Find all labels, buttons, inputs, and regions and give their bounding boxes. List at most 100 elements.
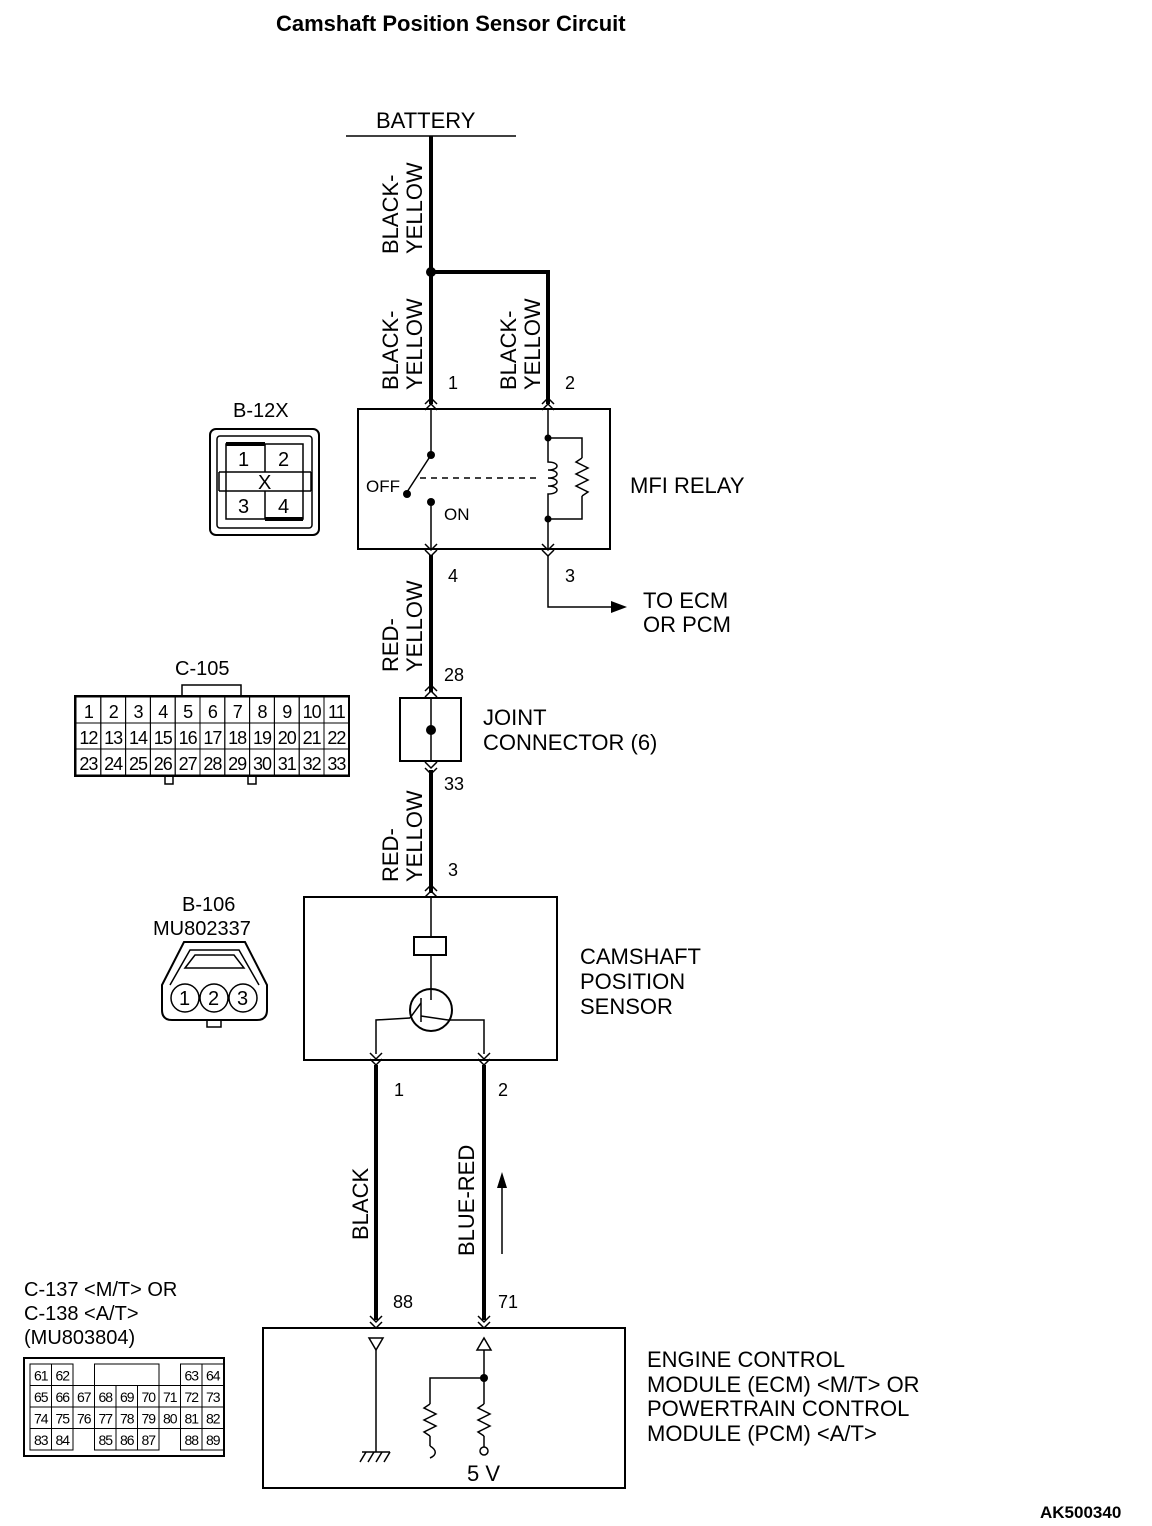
- connector-b106-name: B-106: [182, 894, 235, 916]
- connector-pin-label: 75: [55, 1411, 70, 1427]
- connector-c105-name: C-105: [175, 658, 229, 680]
- connector-pin-label: 84: [55, 1432, 70, 1448]
- wire-to-ecm: [547, 555, 612, 608]
- ecm-label-4: MODULE (PCM) <A/T>: [647, 1421, 877, 1446]
- connector-pin-label: 2: [109, 702, 119, 722]
- connector-pin-cell: [323, 748, 350, 776]
- sensor-label-1: CAMSHAFT: [580, 944, 701, 969]
- connector-pin-label: 70: [141, 1389, 156, 1405]
- wire-label-battery-feed-2: YELLOW: [402, 162, 427, 254]
- connector-pin-label: 31: [278, 754, 297, 774]
- pin-relay-4: 4: [448, 566, 458, 586]
- arrow-to-ecm: [611, 601, 627, 613]
- connector-pin-label: 3: [133, 702, 143, 722]
- svg-text:1: 1: [179, 988, 190, 1010]
- connector-pin-label: 25: [129, 754, 148, 774]
- ground-icon: [359, 1451, 391, 1463]
- connector-pin-label: 28: [203, 754, 222, 774]
- connector-pin-label: 4: [158, 702, 168, 722]
- connector-pin-label: 76: [77, 1411, 92, 1427]
- connector-pin-label: 68: [98, 1389, 113, 1405]
- connector-c137-name-3: (MU803804): [24, 1327, 135, 1349]
- svg-text:3: 3: [238, 496, 249, 518]
- ecm-label-3: POWERTRAIN CONTROL: [647, 1396, 909, 1421]
- connector-pin-label: 15: [154, 728, 173, 748]
- pin-sensor-2: 2: [498, 1080, 508, 1100]
- connector-pin-cell: [201, 1428, 224, 1451]
- wire-label-joint-sensor-1: RED-: [378, 828, 403, 882]
- ecm-label-2: MODULE (ECM) <M/T> OR: [647, 1372, 920, 1397]
- connector-pin-label: 80: [163, 1411, 178, 1427]
- ecm-label-1: ENGINE CONTROL: [647, 1347, 845, 1372]
- connector-pin-label: 17: [203, 728, 222, 748]
- pin-joint-28: 28: [444, 665, 464, 685]
- relay-label: MFI RELAY: [630, 473, 745, 498]
- connector-pin-label: 73: [206, 1389, 221, 1405]
- connector-pin-label: 69: [120, 1389, 135, 1405]
- to-ecm-label-2: OR PCM: [643, 612, 731, 637]
- joint-label-2: CONNECTOR (6): [483, 730, 657, 755]
- pin-ecm-88: 88: [393, 1292, 413, 1312]
- svg-text:1: 1: [238, 449, 249, 471]
- ecm-resistor-left: [422, 1403, 438, 1437]
- svg-text:4: 4: [278, 496, 289, 518]
- camshaft-sensor: [303, 883, 558, 1067]
- ecm-5v-terminal: [479, 1446, 489, 1456]
- connector-pin-label: 72: [184, 1389, 199, 1405]
- connector-pin-label: 18: [228, 728, 247, 748]
- svg-text:2: 2: [278, 449, 289, 471]
- connector-pin-label: 22: [327, 728, 346, 748]
- diagram-title: Camshaft Position Sensor Circuit: [276, 11, 626, 36]
- sensor-label-2: POSITION: [580, 969, 685, 994]
- sensor-label-3: SENSOR: [580, 994, 673, 1019]
- svg-text:3: 3: [237, 988, 248, 1010]
- connector-pin-label: 16: [179, 728, 198, 748]
- connector-pin-label: 62: [55, 1368, 70, 1384]
- connector-pin-label: 20: [278, 728, 297, 748]
- relay-resistor: [574, 457, 590, 497]
- relay-on-label: ON: [444, 505, 470, 524]
- connector-pin-label: 82: [206, 1411, 221, 1427]
- connector-pin-label: 88: [184, 1432, 199, 1448]
- connector-pin-label: 26: [154, 754, 173, 774]
- connector-pin-label: 10: [303, 702, 322, 722]
- connector-pin-label: 86: [120, 1432, 135, 1448]
- connector-pin-label: 81: [184, 1411, 199, 1427]
- mfi-relay: OFF ON: [357, 396, 611, 558]
- connector-pin-label: 11: [328, 702, 346, 722]
- connector-pin-label: 65: [34, 1389, 49, 1405]
- battery-label: BATTERY: [376, 108, 476, 133]
- connector-pin-label: 29: [228, 754, 247, 774]
- connector-pin-label: 83: [34, 1432, 49, 1448]
- signal-direction-arrow: [497, 1172, 507, 1254]
- connector-pin-label: 1: [84, 702, 94, 722]
- connector-c137: C-137 <M/T> OR C-138 <A/T> (MU803804) 61…: [23, 1279, 225, 1457]
- connector-pin-label: 19: [253, 728, 272, 748]
- pin-sensor-1: 1: [394, 1080, 404, 1100]
- connector-pin-label: 6: [208, 702, 218, 722]
- wire-label-battery-feed-1: BLACK-: [378, 175, 403, 254]
- connector-pin-label: 30: [253, 754, 272, 774]
- connector-blank-cavity: [94, 1363, 160, 1386]
- connector-b12x-name: B-12X: [233, 400, 289, 422]
- connector-pin-label: 23: [79, 754, 98, 774]
- connector-c137-name-2: C-138 <A/T>: [24, 1303, 139, 1325]
- connector-pin-label: 79: [141, 1411, 156, 1427]
- to-ecm-label-1: TO ECM: [643, 588, 728, 613]
- wire-label-relay-pin1-1: BLACK-: [378, 311, 403, 390]
- connector-pin-label: 12: [79, 728, 98, 748]
- wire-label-relay-joint-1: RED-: [378, 618, 403, 672]
- connector-pin-label: 21: [303, 728, 322, 748]
- svg-text:2: 2: [208, 988, 219, 1010]
- connector-pin-label: 85: [98, 1432, 113, 1448]
- connector-pin-cell: [51, 1428, 74, 1451]
- connector-c137-name-1: C-137 <M/T> OR: [24, 1279, 177, 1301]
- wire-label-blue-red: BLUE-RED: [454, 1145, 479, 1256]
- wire-label-relay-pin1-2: YELLOW: [402, 298, 427, 390]
- wire-label-black: BLACK: [348, 1168, 373, 1240]
- pin-joint-33: 33: [444, 774, 464, 794]
- connector-pin-label: 78: [120, 1411, 135, 1427]
